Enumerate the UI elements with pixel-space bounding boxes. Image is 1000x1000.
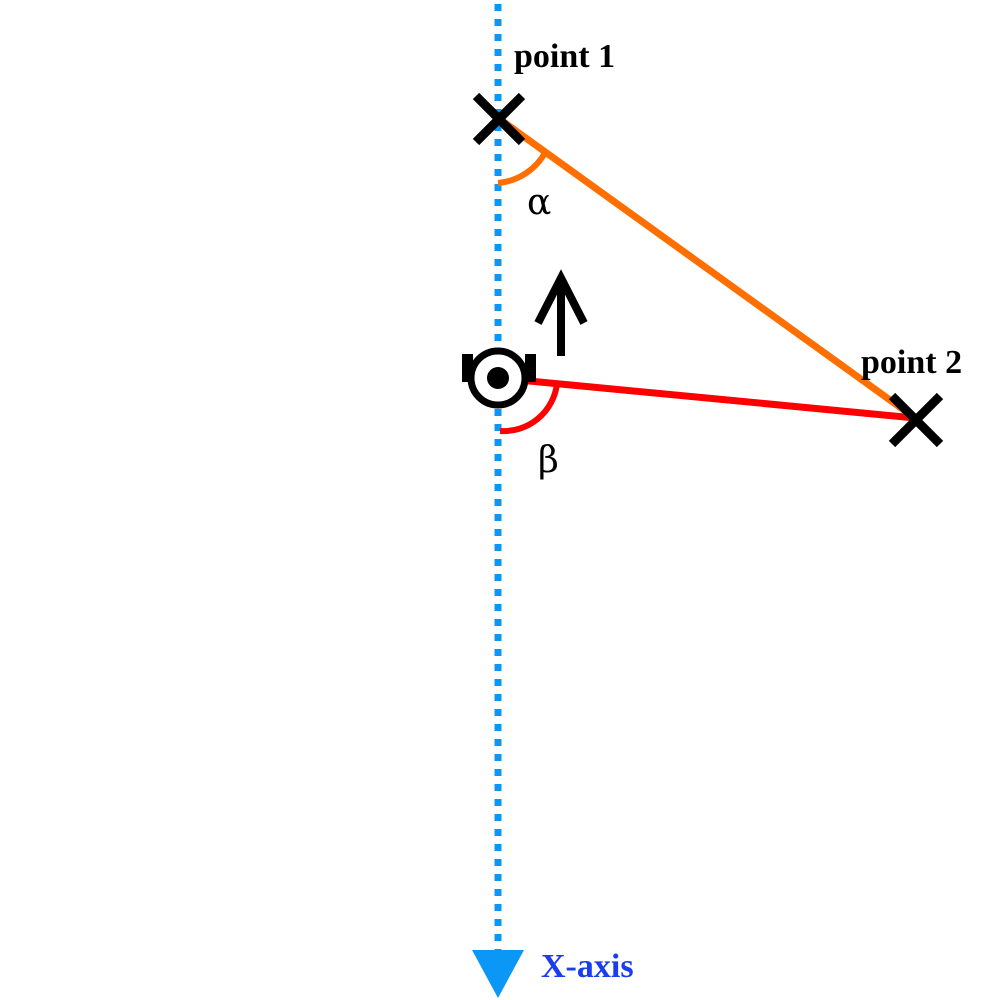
point1-label: point 1 (514, 38, 615, 75)
beta-label: β (538, 440, 559, 481)
x-axis-label: X-axis (541, 948, 634, 985)
point2-label: point 2 (861, 344, 962, 381)
alpha-arc (497, 149, 549, 186)
cross-icon (472, 92, 526, 146)
robot-to-point2-line (497, 374, 916, 422)
cross-icon (888, 392, 944, 448)
up-arrow-icon (534, 269, 588, 356)
alpha-label: α (527, 182, 551, 223)
beta-arc (499, 383, 560, 435)
x-axis-arrowhead (472, 950, 524, 998)
robot-icon (462, 347, 536, 409)
point1-to-point2-line (495, 115, 918, 421)
